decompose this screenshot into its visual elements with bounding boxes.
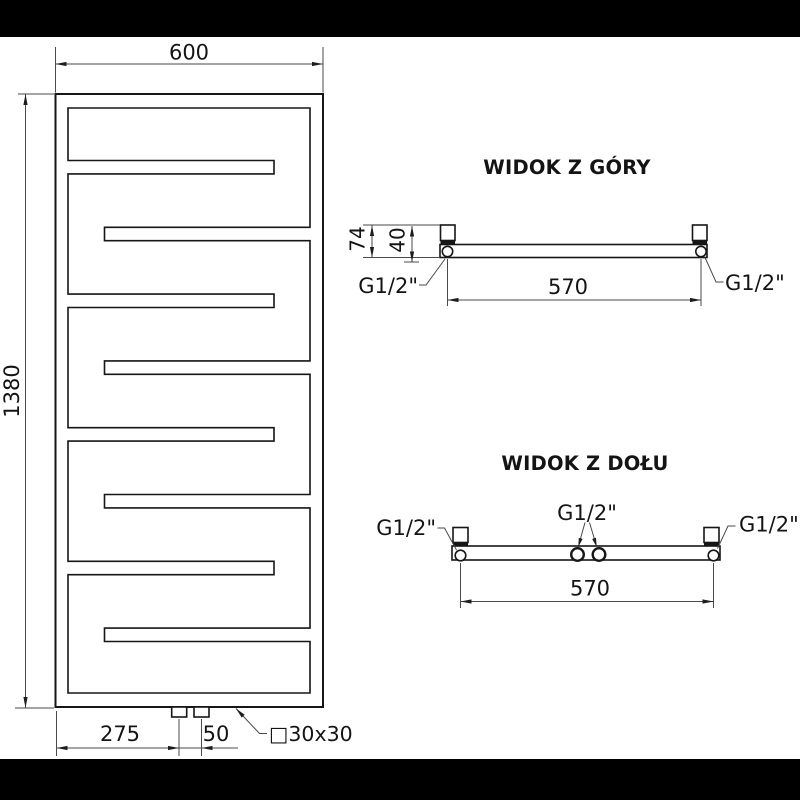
bottom-view: WIDOK Z DOŁU G1/2" <box>376 452 799 608</box>
profile-callout: □30x30 <box>235 708 353 746</box>
bottom-pipe-stub-right <box>193 706 210 718</box>
top-view-connection-labels: G1/2" G1/2" <box>358 257 785 298</box>
bottom-connection-center-label: G1/2" <box>557 501 617 525</box>
dim-width-label: 600 <box>169 41 209 65</box>
dim-height-1380: 1380 <box>0 93 54 709</box>
bottom-view-port-center-right <box>591 547 607 563</box>
top-view-bracket-left <box>439 224 456 242</box>
dim-bracket-depth-label: 40 <box>386 227 410 252</box>
top-view-bracket-left-base <box>440 240 455 245</box>
bottom-connection-left-label: G1/2" <box>376 516 436 540</box>
letterbox-bottom-bar <box>0 759 800 800</box>
bottom-view-bracket-left <box>452 526 469 544</box>
top-connection-right-label: G1/2" <box>725 271 785 295</box>
bottom-view-port-center-left <box>570 547 586 563</box>
dim-depth-74: 74 <box>346 224 440 258</box>
dim-bottom-pipes: 275 50 <box>56 711 238 756</box>
dim-pipe-spacing-label: 50 <box>203 722 230 746</box>
dim-bottom-span-label: 570 <box>570 577 610 601</box>
dim-height-label: 1380 <box>0 364 24 417</box>
dim-top-span-label: 570 <box>548 275 588 299</box>
top-view: WIDOK Z GÓRY 74 <box>346 155 785 306</box>
bottom-view-port-right <box>707 549 720 562</box>
dim-bottom-span-570: 570 <box>460 563 714 608</box>
top-view-radiator-bar <box>439 243 708 259</box>
letterbox-top-bar <box>0 0 800 37</box>
bottom-view-bracket-left-base <box>453 542 468 547</box>
top-view-port-right <box>694 245 707 258</box>
bottom-connection-right-label: G1/2" <box>739 513 799 537</box>
bottom-view-title: WIDOK Z DOŁU <box>501 452 668 475</box>
radiator-serpentine-tube <box>67 107 311 694</box>
bottom-view-bracket-right-base <box>704 542 719 547</box>
bottom-view-port-left <box>454 549 467 562</box>
bottom-view-bracket-right <box>703 526 720 544</box>
top-connection-left-label: G1/2" <box>358 274 418 298</box>
dim-width-600: 600 <box>55 41 324 93</box>
bottom-center-connection-callout: G1/2" <box>557 501 617 547</box>
front-view: 600 1380 275 50 <box>0 41 353 756</box>
bottom-view-radiator-bar <box>451 545 721 561</box>
dim-bracket-depth-40: 40 <box>386 226 419 263</box>
bottom-pipe-stub-left <box>170 706 188 718</box>
top-view-bracket-right <box>691 224 708 242</box>
dim-depth-label: 74 <box>346 226 370 251</box>
bottom-view-connection-labels: G1/2" G1/2" <box>376 513 799 551</box>
radiator-outer-frame <box>54 93 324 708</box>
top-view-bracket-right-base <box>692 240 707 245</box>
top-view-title: WIDOK Z GÓRY <box>483 155 651 179</box>
dim-pipe-offset-label: 275 <box>100 722 140 746</box>
top-view-port-left <box>441 245 454 258</box>
profile-label: □30x30 <box>269 722 353 746</box>
dim-top-span-570: 570 <box>447 259 702 306</box>
